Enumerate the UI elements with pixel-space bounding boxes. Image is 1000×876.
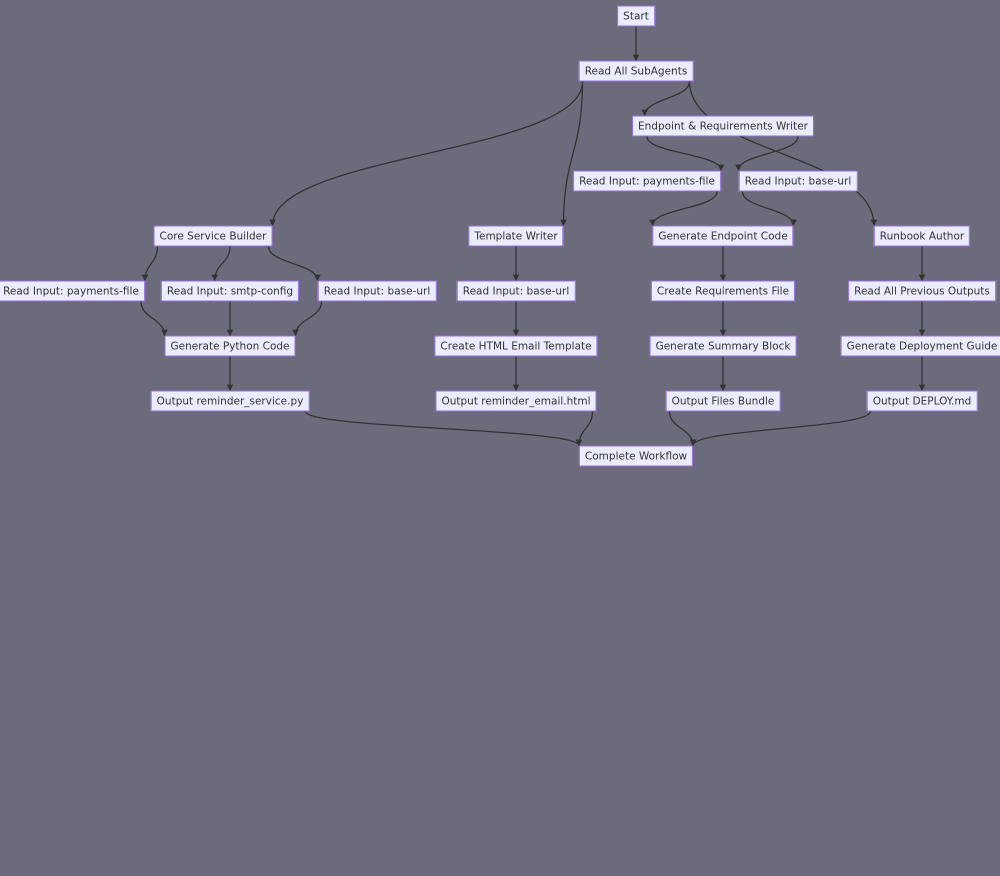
edge-core_service_builder-to-cs_read_smtp	[211, 246, 231, 282]
node-create-requirements-file[interactable]: Create Requirements File	[650, 280, 796, 302]
edge-endpoint_writer-to-ep_read_payments	[646, 136, 725, 172]
node-generate-deployment-guide[interactable]: Generate Deployment Guide	[840, 335, 1000, 357]
node-start[interactable]: Start	[617, 5, 655, 27]
node-read-all-previous-outputs[interactable]: Read All Previous Outputs	[848, 280, 996, 302]
node-generate-python-code[interactable]: Generate Python Code	[164, 335, 296, 357]
edge-cs_read_payments-to-generate_python_code	[140, 301, 168, 337]
node-create-html-email-template[interactable]: Create HTML Email Template	[434, 335, 598, 357]
node-cs-read-base-url[interactable]: Read Input: base-url	[317, 280, 437, 302]
edge-core_service_builder-to-cs_read_payments	[141, 246, 159, 282]
edge-output_reminder_service-to-complete_workflow	[304, 410, 583, 447]
node-cs-read-smtp-config[interactable]: Read Input: smtp-config	[160, 280, 300, 302]
edge-core_service_builder-to-cs_read_base_url	[267, 246, 321, 282]
edge-read_all_subagents-to-template_writer	[560, 81, 584, 227]
edge-output_files_bundle-to-complete_workflow	[668, 411, 697, 447]
node-output-reminder-service[interactable]: Output reminder_service.py	[150, 390, 310, 412]
node-cs-read-payments-file[interactable]: Read Input: payments-file	[0, 280, 145, 302]
node-endpoint-requirements-writer[interactable]: Endpoint & Requirements Writer	[632, 115, 814, 137]
node-generate-endpoint-code[interactable]: Generate Endpoint Code	[652, 225, 794, 247]
edge-ep_read_base_url-to-generate_endpoint_code	[741, 191, 797, 227]
node-output-files-bundle[interactable]: Output Files Bundle	[665, 390, 781, 412]
edge-cs_read_base_url-to-generate_python_code	[292, 301, 323, 337]
node-read-all-subagents[interactable]: Read All SubAgents	[578, 60, 694, 82]
node-ep-read-payments-file[interactable]: Read Input: payments-file	[573, 170, 721, 192]
node-runbook-author[interactable]: Runbook Author	[873, 225, 971, 247]
edge-endpoint_writer-to-ep_read_base_url	[735, 136, 799, 172]
edge-read_all_subagents-to-runbook_author	[688, 81, 878, 227]
edge-ep_read_payments-to-generate_endpoint_code	[649, 191, 718, 227]
node-generate-summary-block[interactable]: Generate Summary Block	[649, 335, 797, 357]
edge-read_all_subagents-to-endpoint_writer	[641, 81, 691, 117]
edge-read_all_subagents-to-core_service_builder	[269, 81, 584, 227]
node-output-deploy-md[interactable]: Output DEPLOY.md	[866, 390, 978, 412]
node-core-service-builder[interactable]: Core Service Builder	[153, 225, 273, 247]
node-output-reminder-email[interactable]: Output reminder_email.html	[435, 390, 597, 412]
node-template-writer[interactable]: Template Writer	[468, 225, 564, 247]
node-ep-read-base-url[interactable]: Read Input: base-url	[738, 170, 858, 192]
node-tw-read-base-url[interactable]: Read Input: base-url	[456, 280, 576, 302]
edge-output_deploy_md-to-complete_workflow	[689, 411, 872, 447]
edge-output_reminder_email-to-complete_workflow	[575, 411, 594, 447]
node-complete-workflow[interactable]: Complete Workflow	[578, 445, 694, 467]
